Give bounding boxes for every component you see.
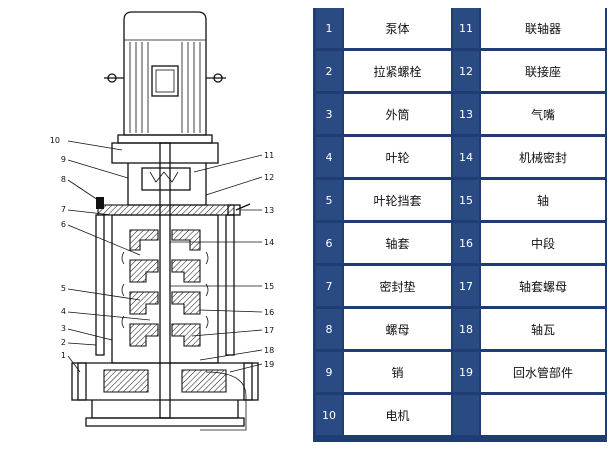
part-name: 电机: [344, 395, 451, 435]
part-name: 泵体: [344, 8, 451, 48]
callout-7: 7: [61, 205, 66, 214]
part-number: 2: [316, 51, 342, 91]
part-number: 5: [316, 180, 342, 220]
part-number: 8: [316, 309, 342, 349]
part-name: 轴套: [344, 223, 451, 263]
callout-3: 3: [61, 324, 66, 333]
legend-row: 5 叶轮挡套 15 轴: [313, 180, 607, 222]
part-name: 气嘴: [481, 94, 605, 134]
part-name: 联轴器: [481, 8, 605, 48]
callout-12: 12: [264, 173, 274, 182]
callout-2: 2: [61, 338, 66, 347]
part-number: 18: [453, 309, 479, 349]
part-number: 12: [453, 51, 479, 91]
legend-row: 3 外筒 13 气嘴: [313, 94, 607, 136]
part-number: 10: [316, 395, 342, 435]
callout-17: 17: [264, 326, 274, 335]
part-number: 14: [453, 137, 479, 177]
coupling-housing: [96, 142, 235, 216]
legend-row: 10 电机: [313, 395, 607, 437]
part-name: 机械密封: [481, 137, 605, 177]
legend-row: 4 叶轮 14 机械密封: [313, 137, 607, 179]
part-name: 轴瓦: [481, 309, 605, 349]
legend-row: 7 密封垫 17 轴套螺母: [313, 266, 607, 308]
callout-19: 19: [264, 360, 274, 369]
part-number: 19: [453, 352, 479, 392]
callout-9: 9: [61, 155, 66, 164]
callout-13: 13: [264, 206, 274, 215]
part-name: 轴: [481, 180, 605, 220]
callout-14: 14: [264, 238, 274, 247]
pump-cross-section-diagram: 10 9 8 7 6 5 4 3 2 1 11 12 13 14 15 16 1…: [50, 11, 274, 431]
part-name: 叶轮挡套: [344, 180, 451, 220]
callout-8: 8: [61, 175, 66, 184]
callout-5: 5: [61, 284, 66, 293]
part-name: 回水管部件: [481, 352, 605, 392]
shaft: [159, 142, 171, 419]
legend-row: 8 螺母 18 轴瓦: [313, 309, 607, 351]
callout-1: 1: [61, 351, 66, 360]
part-name: 螺母: [344, 309, 451, 349]
outer-barrel: [111, 214, 219, 364]
part-number: 13: [453, 94, 479, 134]
part-number: 15: [453, 180, 479, 220]
legend-row: 9 销 19 回水管部件: [313, 352, 607, 394]
legend-row: 6 轴套 16 中段: [313, 223, 607, 265]
part-name: [481, 395, 605, 435]
part-name: 拉紧螺栓: [344, 51, 451, 91]
part-name: 轴套螺母: [481, 266, 605, 306]
callout-11: 11: [264, 151, 274, 160]
callout-16: 16: [264, 308, 274, 317]
part-number: [453, 395, 479, 435]
part-number: 1: [316, 8, 342, 48]
part-name: 密封垫: [344, 266, 451, 306]
part-name: 叶轮: [344, 137, 451, 177]
part-number: 7: [316, 266, 342, 306]
callout-15: 15: [264, 282, 274, 291]
callout-labels-right: 11 12 13 14 15 16 17 18 19: [264, 151, 274, 369]
part-number: 3: [316, 94, 342, 134]
part-number: 17: [453, 266, 479, 306]
parts-legend-table: 1 泵体 11 联轴器 2 拉紧螺栓 12 联接座 3 外筒 13 气嘴 4 叶…: [313, 8, 607, 442]
callout-18: 18: [264, 346, 274, 355]
motor: [104, 11, 226, 144]
part-number: 6: [316, 223, 342, 263]
callout-6: 6: [61, 220, 66, 229]
pump-body: [71, 362, 259, 431]
part-name: 外筒: [344, 94, 451, 134]
legend-row: 1 泵体 11 联轴器: [313, 8, 607, 50]
part-number: 4: [316, 137, 342, 177]
part-number: 11: [453, 8, 479, 48]
part-name: 联接座: [481, 51, 605, 91]
callout-labels-left: 10 9 8 7 6 5 4 3 2 1: [50, 136, 66, 360]
pump-stages: [121, 229, 209, 347]
part-number: 9: [316, 352, 342, 392]
leader-lines: [67, 140, 263, 373]
callout-4: 4: [61, 307, 66, 316]
legend-row: 2 拉紧螺栓 12 联接座: [313, 51, 607, 93]
part-number: 16: [453, 223, 479, 263]
part-name: 中段: [481, 223, 605, 263]
part-name: 销: [344, 352, 451, 392]
callout-10: 10: [50, 136, 60, 145]
